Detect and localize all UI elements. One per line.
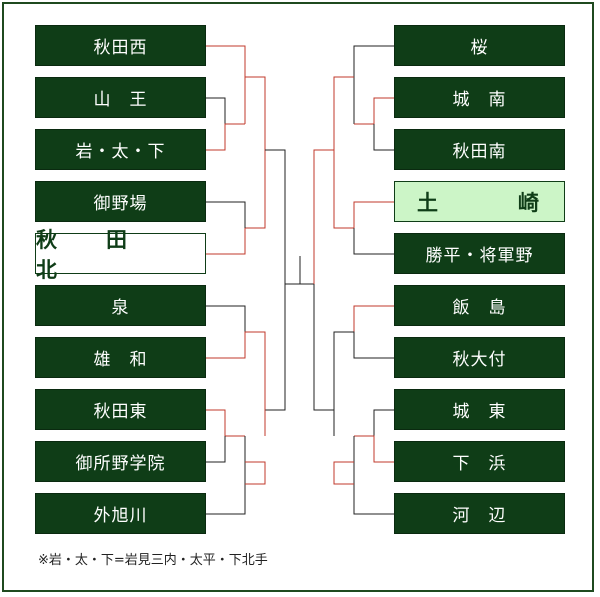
right-team-2: 城 南 (394, 77, 565, 118)
bracket-line (313, 284, 334, 411)
team-name: 秋大付 (452, 350, 507, 370)
team-name: 飯 島 (452, 298, 507, 318)
team-name: 雄 和 (93, 350, 148, 370)
bracket-line (333, 331, 394, 436)
team-name: 秋田東 (93, 402, 148, 422)
bracket-line (353, 45, 394, 124)
left-team-4: 御野場 (35, 181, 206, 222)
left-team-7: 雄 和 (35, 337, 206, 378)
right-team-6: 飯 島 (394, 285, 565, 326)
team-name: 泉 (111, 298, 130, 318)
left-team-1: 秋田西 (35, 25, 206, 66)
bracket-line (313, 149, 334, 284)
bracket-line (245, 461, 266, 485)
team-name: 岩・太・下 (75, 142, 166, 162)
team-name: 河 辺 (452, 506, 507, 526)
team-name: 秋 田 北 (36, 227, 176, 282)
bracket-line (206, 331, 266, 436)
left-team-10: 外旭川 (35, 493, 206, 534)
bracket-line (353, 305, 394, 332)
bracket-line (206, 201, 246, 228)
right-team-5: 勝平・将軍野 (394, 233, 565, 274)
bracket-line (206, 305, 246, 332)
bracket-line (206, 436, 226, 463)
team-name: 秋田南 (452, 142, 507, 162)
left-team-5-winner: 秋 田 北 (35, 228, 206, 282)
team-name: 外旭川 (93, 506, 148, 526)
team-name: 御所野学院 (75, 454, 166, 474)
right-team-9: 下 浜 (394, 441, 565, 482)
right-team-1: 桜 (394, 25, 565, 66)
bracket-line (353, 228, 394, 255)
bracket-line (353, 201, 394, 228)
bracket-line (265, 149, 286, 411)
bracket-line (373, 124, 394, 151)
bracket-line (206, 45, 246, 124)
team-name: 山 王 (93, 90, 148, 110)
bracket-line (354, 97, 394, 125)
bracket-line (354, 435, 394, 463)
team-name-part1: 土 (417, 190, 439, 215)
right-team-3: 秋田南 (394, 129, 565, 170)
team-name: 秋田西 (93, 38, 148, 58)
bracket-line (206, 97, 226, 124)
left-team-8: 秋田東 (35, 389, 206, 430)
bracket-line (206, 123, 245, 151)
left-team-3: 岩・太・下 (35, 129, 206, 170)
team-name: 下 浜 (452, 454, 507, 474)
team-name: 御野場 (93, 194, 148, 214)
bracket-line (373, 409, 394, 436)
right-team-7: 秋大付 (394, 337, 565, 378)
footnote: ※岩・太・下=岩見三内・太平・下北手 (38, 553, 268, 568)
left-team-9: 御所野学院 (35, 441, 206, 482)
team-name-part2: 崎 (518, 190, 540, 215)
bracket-line (333, 76, 354, 229)
team-name: 勝平・将軍野 (425, 246, 534, 266)
right-team-10: 河 辺 (394, 493, 565, 534)
bracket-line (206, 76, 266, 255)
right-team-8: 城 東 (394, 389, 565, 430)
right-team-4-winner: 土崎 (394, 181, 565, 222)
bracket-line (333, 461, 354, 485)
left-team-2: 山 王 (35, 77, 206, 118)
bracket-line (206, 409, 245, 437)
team-name: 桜 (470, 38, 489, 58)
team-name: 城 南 (452, 90, 507, 110)
team-name: 城 東 (452, 402, 507, 422)
left-team-6: 泉 (35, 285, 206, 326)
